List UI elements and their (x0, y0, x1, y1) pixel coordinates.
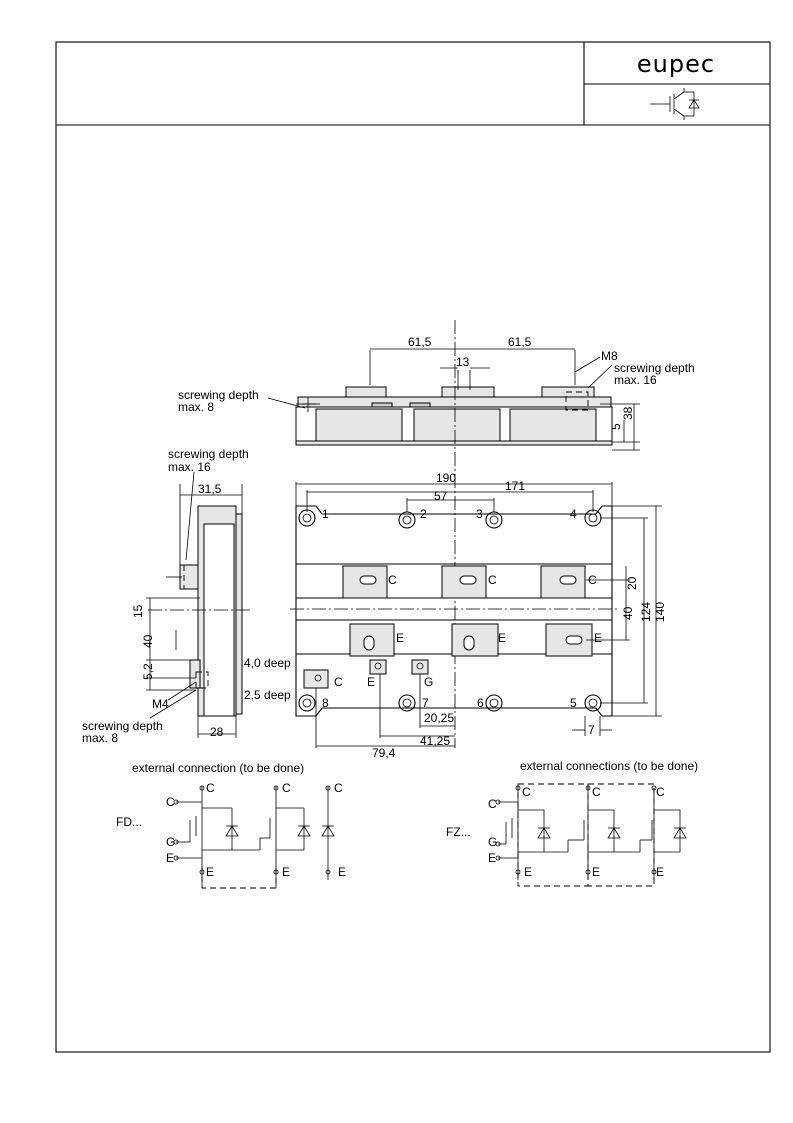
aux-terminal-e: E (367, 675, 375, 689)
dim-13: 13 (456, 355, 470, 369)
aux-terminal-c: C (334, 675, 343, 689)
dim-5: 5 (609, 423, 623, 430)
screw-depth-bottom-line2: max. 8 (82, 731, 118, 745)
fd-schematic (173, 785, 335, 889)
screw-depth-bottom-line1: screwing depth (82, 719, 163, 733)
fz-e-3: E (656, 865, 664, 879)
fz-c-2: C (592, 785, 601, 799)
fd-c-gate: C (166, 795, 175, 809)
thread-m4-label: M4 (152, 697, 169, 711)
fz-e-aux: E (488, 851, 496, 865)
dim-7: 7 (588, 723, 595, 737)
fd-e-aux: E (166, 851, 174, 865)
dim-28: 28 (210, 725, 224, 739)
dim-40-plan: 40 (621, 606, 635, 620)
hole-label-3: 3 (476, 507, 483, 521)
aux-terminal-g: G (424, 675, 433, 689)
screw-depth-right-line2: max. 16 (614, 373, 657, 387)
terminal-e-3: E (594, 631, 602, 645)
dim-31-5: 31,5 (198, 482, 222, 496)
depth-2-5: 2,5 deep (244, 688, 291, 702)
hole-label-4: 4 (570, 507, 577, 521)
fz-g: G (488, 835, 497, 849)
brand-logo: eupec (637, 50, 715, 78)
screw-depth-right-line1: screwing depth (614, 361, 695, 375)
hole-label-5: 5 (570, 696, 577, 710)
fd-c-3: C (334, 781, 343, 795)
depth-4-0: 4,0 deep (244, 656, 291, 670)
terminal-e-2: E (498, 631, 506, 645)
fz-schematic (495, 783, 687, 887)
dim-15: 15 (131, 604, 145, 618)
hole-label-8: 8 (322, 696, 329, 710)
terminal-c-2: C (488, 573, 497, 587)
terminal-e-1: E (396, 631, 404, 645)
hole-label-2: 2 (420, 507, 427, 521)
dim-57: 57 (434, 489, 448, 503)
dim-5-2: 5,2 (141, 663, 155, 680)
hole-label-6: 6 (477, 696, 484, 710)
fz-schematic-title: external connections (to be done) (520, 759, 698, 773)
screw-depth-left-line1: screwing depth (178, 388, 259, 402)
fz-c-3: C (656, 785, 665, 799)
dim-20: 20 (625, 576, 639, 590)
fz-c-1: C (522, 785, 531, 799)
fd-g: G (166, 835, 175, 849)
dim-171: 171 (505, 479, 525, 493)
sheet-frame (55, 41, 771, 1053)
fz-e-1: E (524, 865, 532, 879)
dim-20-25: 20,25 (424, 711, 454, 725)
terminal-c-3: C (588, 573, 597, 587)
dim-190: 190 (436, 471, 456, 485)
fd-e-2: E (282, 865, 290, 879)
dim-40-side: 40 (141, 634, 155, 648)
fz-e-2: E (592, 865, 600, 879)
screw-depth-left-line2: max. 8 (178, 400, 214, 414)
dim-140: 140 (653, 602, 667, 622)
fz-schematic-name: FZ... (446, 825, 471, 839)
fd-e-3: E (338, 865, 346, 879)
terminal-c-1: C (388, 573, 397, 587)
fd-e-1: E (206, 865, 214, 879)
hole-label-7: 7 (422, 696, 429, 710)
screw-depth-left-top-line2: max. 16 (168, 460, 211, 474)
dim-38: 38 (621, 406, 635, 420)
fd-c-1: C (206, 781, 215, 795)
fz-c-gate: C (488, 797, 497, 811)
dim-41-25: 41,25 (420, 734, 450, 748)
dim-79-4: 79,4 (372, 746, 396, 760)
thread-m8-label: M8 (601, 349, 618, 363)
dim-61-5-right: 61,5 (508, 335, 532, 349)
fd-schematic-name: FD... (116, 815, 142, 829)
screw-depth-left-top-line1: screwing depth (168, 447, 249, 461)
side-view-left (146, 471, 250, 738)
hole-label-1: 1 (322, 507, 329, 521)
igbt-diode-icon (650, 88, 700, 120)
plan-view (290, 320, 662, 748)
dim-124: 124 (639, 602, 653, 622)
fd-c-2: C (282, 781, 291, 795)
dim-61-5-left: 61,5 (408, 335, 432, 349)
fd-schematic-title: external connection (to be done) (132, 761, 304, 775)
side-view-top (267, 348, 640, 451)
